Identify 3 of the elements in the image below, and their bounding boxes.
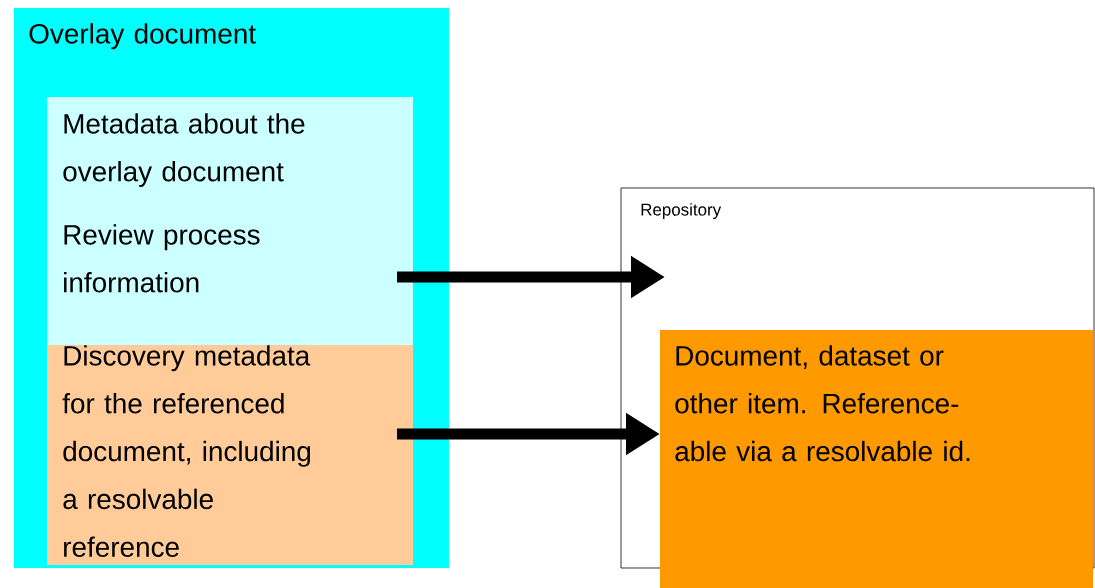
metadata-box: Discovery metadata for the referenced document, including a resolvable reference — [47, 345, 413, 565]
metadata-box: Metadata about the overlay document Review process information — [47, 97, 413, 345]
item-box: Document, dataset or other item. Reference-able via a resolvable id. — [660, 330, 1093, 588]
